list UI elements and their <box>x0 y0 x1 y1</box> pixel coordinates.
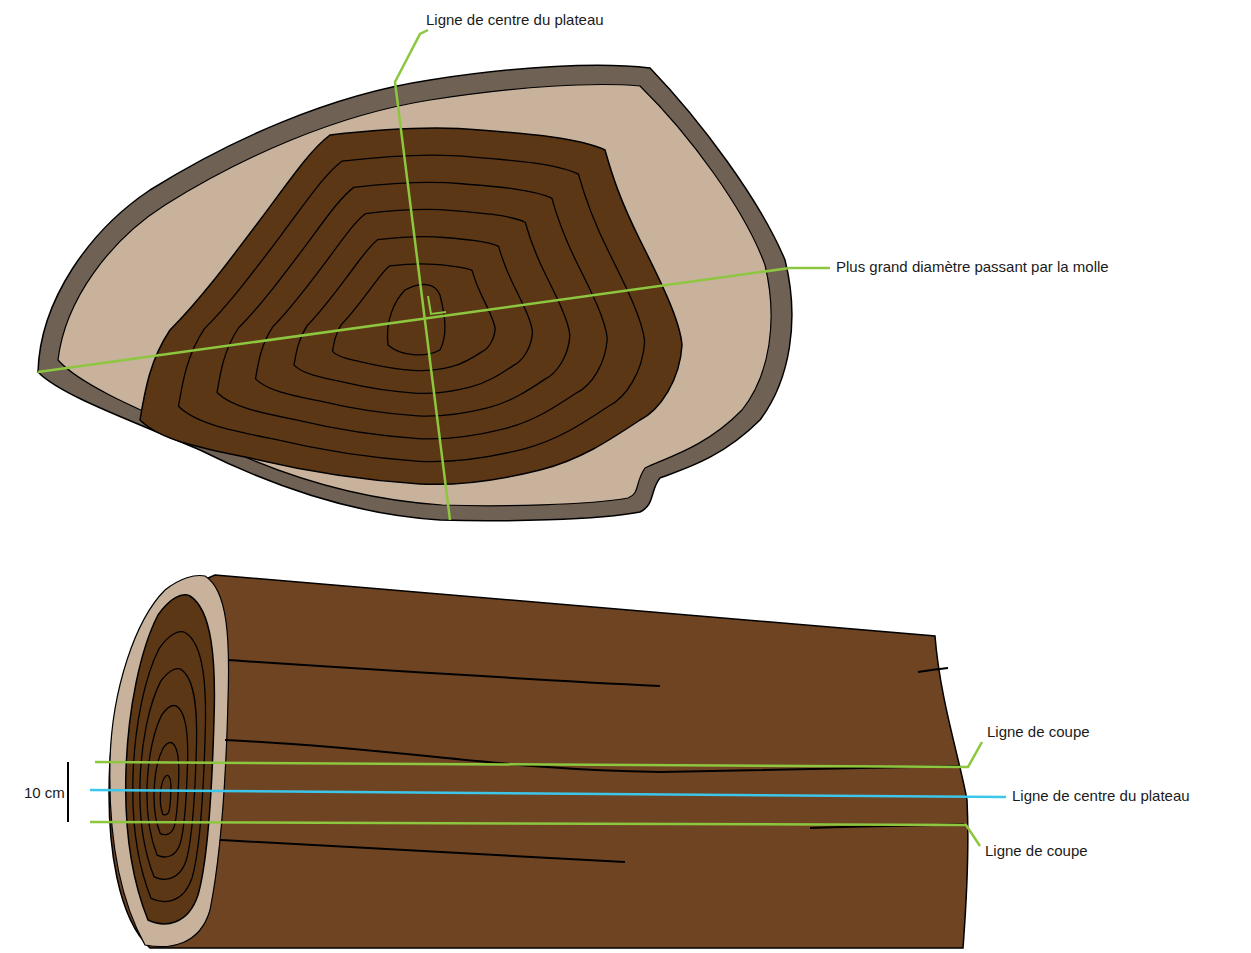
end-face-heartwood <box>126 595 215 924</box>
cross-section <box>38 30 830 521</box>
growth-ring <box>133 632 206 902</box>
growth-ring <box>294 237 532 394</box>
growth-ring <box>160 775 171 814</box>
growth-ring <box>147 706 188 857</box>
growth-ring <box>333 264 496 371</box>
sapwood <box>58 85 771 506</box>
leader-label: Ligne de coupe <box>987 723 1090 741</box>
leader-label: Ligne de centre du plateau <box>1012 787 1190 805</box>
scale-bar <box>67 762 69 822</box>
log-body <box>109 575 968 948</box>
growth-ring <box>256 209 570 416</box>
leader-label: Ligne de coupe <box>985 842 1088 860</box>
cut-line <box>90 822 980 846</box>
leader-label: Plus grand diamètre passant par la molle <box>836 258 1109 276</box>
diameter-line <box>38 268 830 372</box>
dimension-label: 10 cm <box>24 784 65 802</box>
right-angle-mark <box>428 296 446 314</box>
bark <box>38 65 792 520</box>
leader-label: Ligne de centre du plateau <box>426 11 604 29</box>
growth-ring <box>154 743 179 835</box>
plateau-center-line <box>90 790 1006 797</box>
growth-ring <box>179 155 645 462</box>
growth-ring <box>140 669 197 880</box>
heartwood <box>140 128 682 484</box>
cut-line <box>95 742 982 767</box>
center-line <box>395 30 450 520</box>
grain-lines <box>220 660 964 862</box>
log-side <box>68 575 1006 948</box>
